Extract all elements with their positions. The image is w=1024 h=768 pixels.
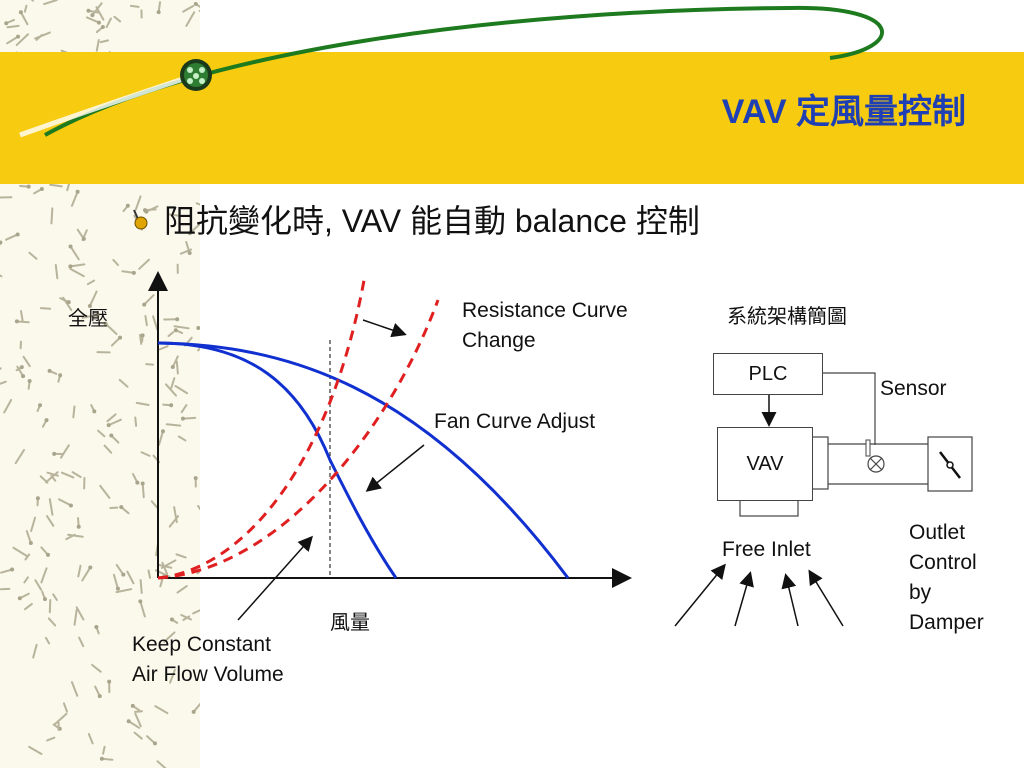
inlet-arrow-3 (781, 573, 799, 627)
inlet-arrow-2 (734, 571, 754, 627)
sensor-probe (865, 439, 871, 457)
sensor-icon (867, 455, 885, 473)
outlet-damper-label: Outlet Control by Damper (909, 521, 984, 634)
plc-box: PLC (713, 353, 823, 395)
duct-flange (811, 436, 829, 490)
fan-curve-adjust-label: Fan Curve Adjust (434, 410, 596, 433)
vav-box: VAV (717, 427, 813, 501)
fan-adjust-arrow (365, 444, 425, 492)
slide-title: VAV 定風量控制 (721, 93, 966, 131)
bullet-icon (133, 209, 148, 230)
resistance-curve-shallow (157, 299, 440, 580)
sensor-wire (822, 372, 876, 445)
vav-base (739, 499, 799, 517)
resistance-curve-change-label: Resistance Curve Change (462, 299, 628, 352)
constant-flow-arrow (237, 535, 313, 621)
fan-curve-inner (157, 341, 398, 579)
keep-constant-label: Keep Constant Air Flow Volume (132, 633, 284, 686)
system-diagram-heading: 系統架構簡圖 (727, 306, 847, 328)
fan-curve-outer (157, 341, 570, 579)
y-axis-label: 全壓 (68, 308, 108, 330)
bullet-text: 阻抗變化時, VAV 能自動 balance 控制 (164, 203, 700, 239)
inlet-arrow-4 (808, 569, 844, 627)
sensor-label: Sensor (880, 377, 947, 400)
swoosh-highlight (19, 72, 196, 138)
resistance-curve-steep (157, 274, 367, 580)
resistance-change-arrow (362, 319, 407, 338)
title-band (0, 52, 1024, 184)
free-inlet-label: Free Inlet (722, 538, 811, 561)
damper-icon (939, 451, 961, 479)
x-axis-label: 風量 (330, 612, 370, 634)
inlet-arrow-1 (674, 563, 726, 627)
knot-logo-icon (180, 59, 212, 91)
bullet-point: 阻抗變化時, VAV 能自動 balance 控制 (128, 196, 700, 242)
